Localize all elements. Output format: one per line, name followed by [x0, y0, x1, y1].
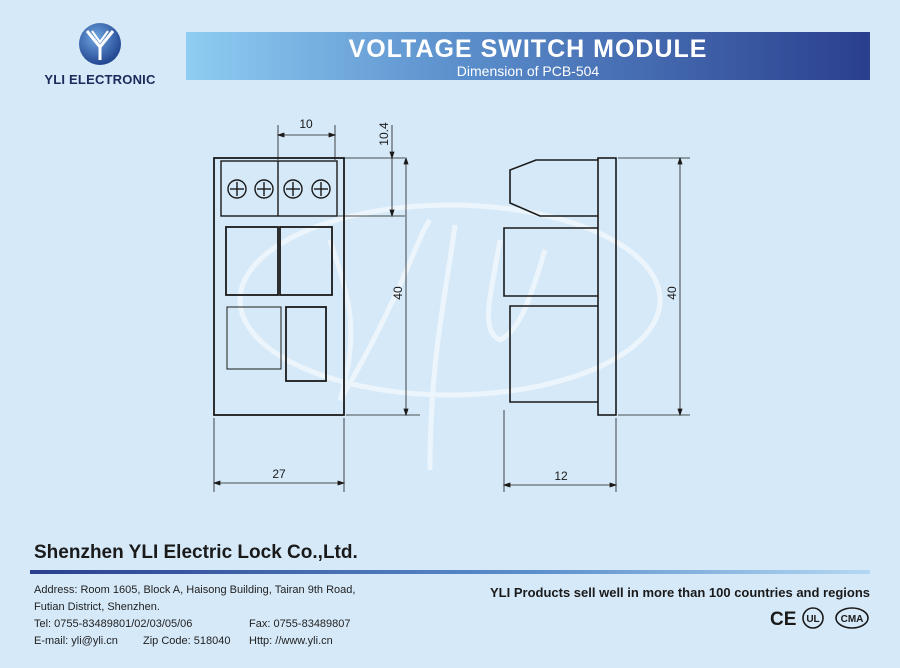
svg-text:UL: UL [806, 614, 819, 625]
address-line-2: Futian District, Shenzhen. [34, 601, 160, 613]
cma-mark-icon: CMA [835, 607, 869, 629]
side-dimensions [502, 156, 690, 492]
dim-front-width: 27 [272, 467, 286, 481]
fax-number: Fax: 0755-83489807 [249, 618, 351, 630]
terminal-block [220, 160, 338, 217]
tel-number: Tel: 0755-83489801/02/03/05/06 [34, 618, 193, 630]
ul-mark-icon: UL [802, 607, 824, 629]
svg-text:CE: CE [770, 609, 796, 630]
title-banner: VOLTAGE SWITCH MODULE Dimension of PCB-5… [186, 32, 870, 80]
side-view [503, 157, 617, 416]
screw-terminal-icon [227, 179, 331, 199]
footer-divider [30, 570, 870, 574]
dim-terminal-height: 10.4 [377, 122, 391, 146]
email-address: E-mail: yli@yli.cn [34, 635, 118, 647]
page-title: VOLTAGE SWITCH MODULE [348, 35, 708, 63]
dim-top-width: 10 [299, 117, 313, 131]
website-url: Http: //www.yli.cn [249, 635, 333, 647]
company-name: Shenzhen YLI Electric Lock Co.,Ltd. [34, 542, 358, 563]
certification-marks: CE UL CMA [770, 607, 869, 630]
dim-front-height: 40 [391, 286, 405, 300]
ce-mark-icon: CE [770, 609, 796, 630]
address-line-1: Address: Room 1605, Block A, Haisong Bui… [34, 584, 356, 596]
page-subtitle: Dimension of PCB-504 [456, 63, 600, 79]
yli-logo-icon [79, 23, 121, 65]
tagline: YLI Products sell well in more than 100 … [490, 585, 870, 600]
dim-side-height: 40 [665, 286, 679, 300]
company-logo: YLI ELECTRONIC [30, 22, 170, 92]
dim-side-depth: 12 [554, 469, 568, 483]
watermark-logo [237, 202, 663, 471]
front-dimensions [212, 125, 420, 492]
zip-code: Zip Code: 518040 [143, 635, 231, 647]
front-view [213, 157, 345, 416]
dimension-drawing: 10 10.4 40 27 40 12 [212, 117, 690, 492]
svg-text:CMA: CMA [841, 614, 864, 625]
logo-text: YLI ELECTRONIC [44, 72, 156, 87]
